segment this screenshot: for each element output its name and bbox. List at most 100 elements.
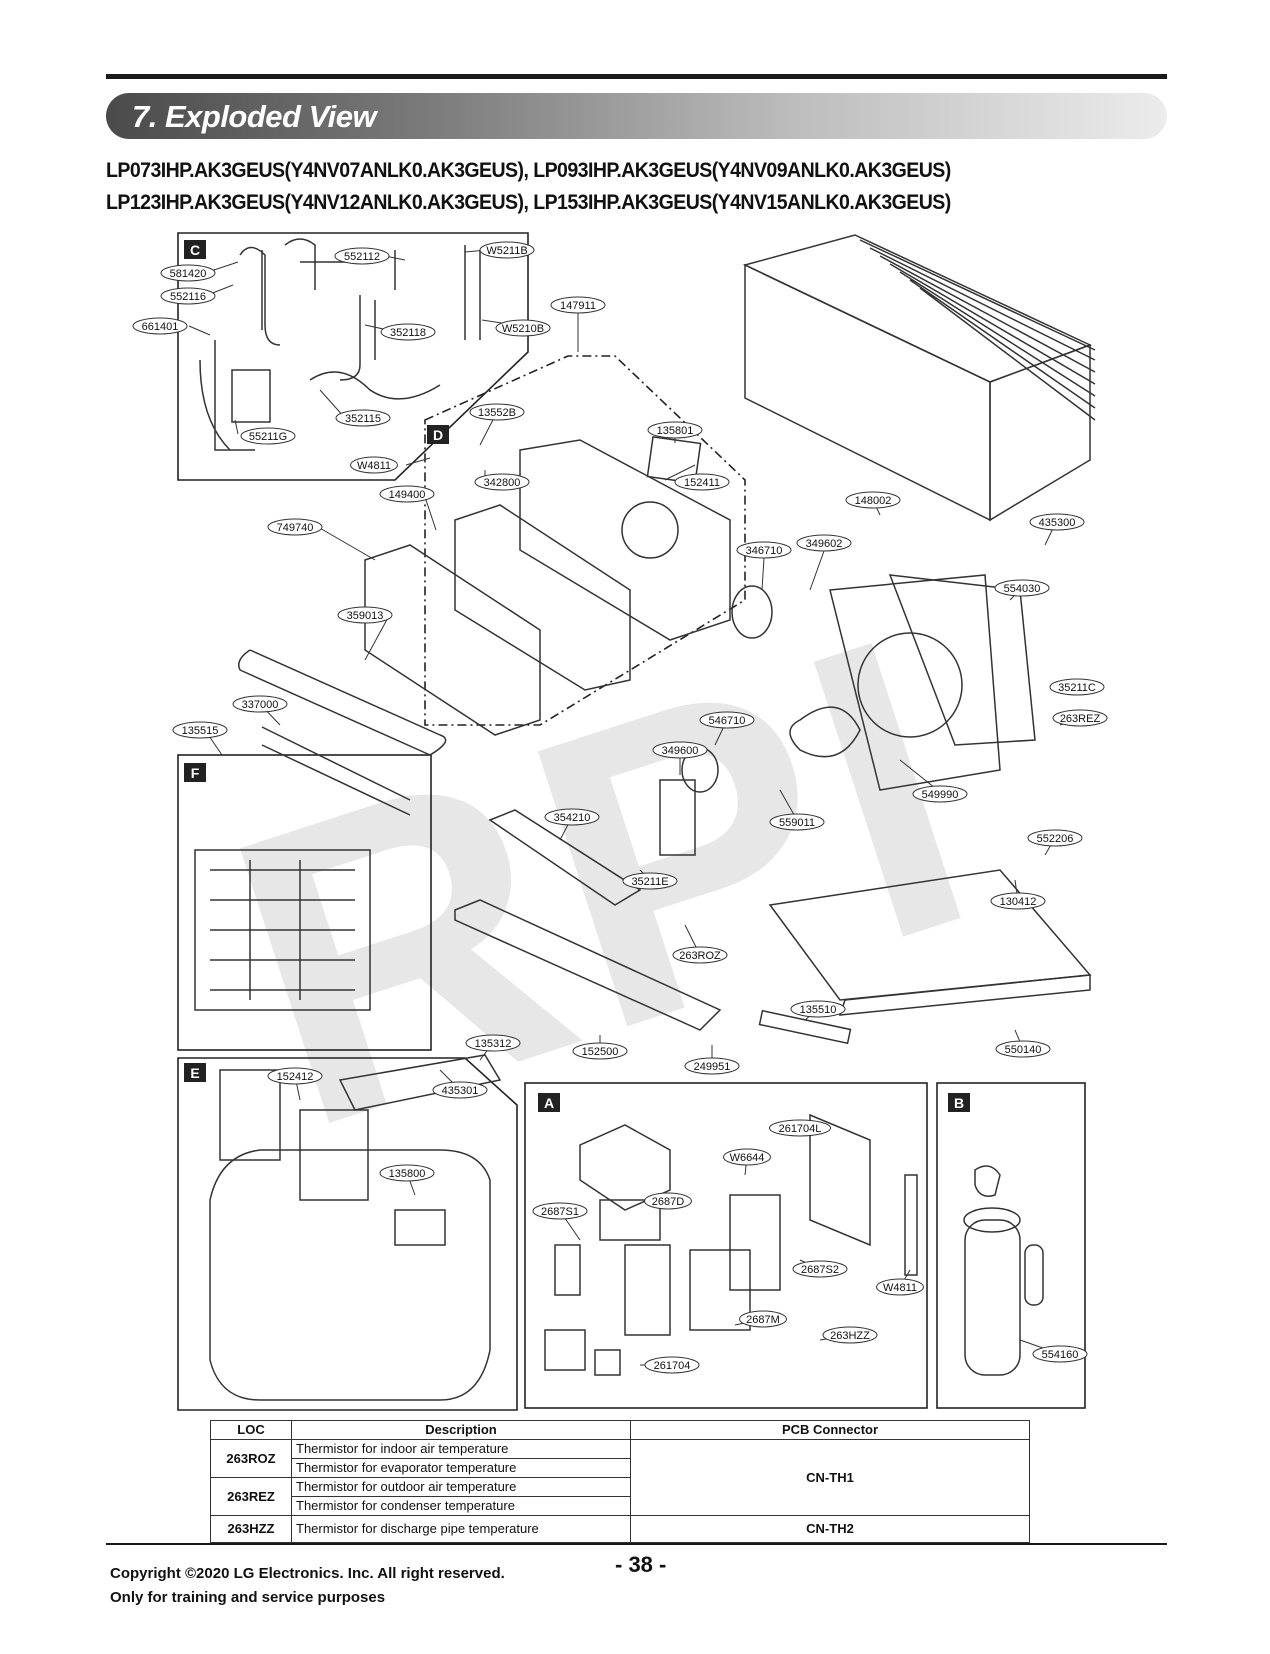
part-label-152500: 152500 (572, 1042, 628, 1060)
svg-text:354210: 354210 (554, 812, 591, 824)
svg-text:135801: 135801 (657, 425, 694, 437)
table-header-row: LOC Description PCB Connector (210, 1420, 1030, 1440)
part-label-552112: 552112 (334, 247, 390, 265)
svg-text:552206: 552206 (1037, 833, 1074, 845)
part-label-349602: 349602 (796, 534, 852, 552)
part-label-35211e: 35211E (622, 872, 678, 890)
tag-a: A (544, 1095, 554, 1111)
tag-b: B (954, 1095, 964, 1111)
part-label-352115: 352115 (335, 409, 391, 427)
part-label-2687m: 2687M (739, 1310, 787, 1328)
part-label-352118: 352118 (380, 323, 436, 341)
part-label-135510: 135510 (790, 1000, 846, 1018)
tag-d: D (433, 427, 443, 443)
part-label-337000: 337000 (232, 695, 288, 713)
svg-text:249951: 249951 (694, 1061, 731, 1073)
desc-cell: Thermistor for evaporator temperature (291, 1458, 631, 1478)
table-row: Thermistor for evaporator temperature (211, 1458, 1030, 1478)
svg-text:13552B: 13552B (478, 407, 516, 419)
connector-cell: CN-TH1 (630, 1439, 1030, 1516)
part-label-263rez: 263REZ (1052, 709, 1108, 727)
svg-text:152412: 152412 (277, 1071, 314, 1083)
col-loc: LOC (210, 1420, 292, 1440)
part-label-435301: 435301 (432, 1081, 488, 1099)
part-label-130412: 130412 (990, 892, 1046, 910)
tag-c: C (190, 242, 200, 258)
part-label-263hzz: 263HZZ (822, 1326, 878, 1344)
svg-text:35211E: 35211E (631, 876, 668, 888)
section-title: 7. Exploded View (132, 99, 377, 134)
copyright-text: Copyright ©2020 LG Electronics. Inc. All… (110, 1565, 505, 1582)
part-label-435300: 435300 (1029, 513, 1085, 531)
svg-text:W6644: W6644 (730, 1152, 765, 1164)
svg-text:135510: 135510 (800, 1004, 837, 1016)
part-label-55211g: 55211G (240, 427, 296, 445)
page-number: - 38 - (615, 1552, 667, 1577)
part-label-2687s1: 2687S1 (532, 1202, 588, 1220)
footer-copyright: Copyright ©2020 LG Electronics. Inc. All… (110, 1562, 505, 1610)
connector-cell: CN-TH2 (630, 1515, 1030, 1543)
part-label-2687d: 2687D (644, 1192, 692, 1210)
section-f-frame (177, 754, 432, 1051)
tag-e: E (190, 1065, 199, 1081)
desc-cell: Thermistor for indoor air temperature (291, 1439, 631, 1459)
svg-text:550140: 550140 (1005, 1044, 1042, 1056)
section-b-frame (936, 1082, 1086, 1409)
part-label-261704l: 261704L (769, 1119, 831, 1137)
svg-text:435301: 435301 (442, 1085, 479, 1097)
bottom-rule (106, 1543, 1167, 1545)
part-label-w4811b: W4811 (876, 1278, 924, 1296)
svg-text:552112: 552112 (344, 251, 380, 263)
purpose-text: Only for training and service purposes (110, 1589, 386, 1606)
part-label-35211c: 35211C (1049, 678, 1105, 696)
svg-text:349602: 349602 (806, 538, 843, 550)
section-d-frame (424, 355, 746, 726)
desc-cell: Thermistor for outdoor air temperature (291, 1477, 631, 1497)
svg-text:352118: 352118 (390, 327, 426, 339)
part-label-148002: 148002 (845, 491, 901, 509)
svg-text:261704: 261704 (654, 1360, 691, 1372)
svg-text:135800: 135800 (389, 1168, 426, 1180)
part-label-552206: 552206 (1027, 829, 1083, 847)
part-label-342800: 342800 (474, 473, 530, 491)
section-banner: 7. Exploded View (106, 93, 1167, 139)
svg-text:261704L: 261704L (779, 1123, 822, 1135)
part-label-135801: 135801 (647, 421, 703, 439)
svg-text:546710: 546710 (709, 715, 746, 727)
part-label-354210: 354210 (544, 808, 600, 826)
svg-text:2687M: 2687M (746, 1314, 780, 1326)
svg-text:435300: 435300 (1039, 517, 1076, 529)
svg-text:349600: 349600 (662, 745, 699, 757)
part-label-w4811a: W4811 (350, 456, 398, 474)
svg-text:147911: 147911 (560, 300, 596, 312)
part-label-135312: 135312 (465, 1034, 521, 1052)
part-label-559011: 559011 (769, 813, 825, 831)
section-c-frame (177, 232, 529, 481)
svg-text:661401: 661401 (142, 321, 179, 333)
part-label-349600: 349600 (652, 741, 708, 759)
tag-f: F (191, 765, 200, 781)
svg-text:149400: 149400 (389, 489, 426, 501)
part-label-2687s2: 2687S2 (792, 1260, 848, 1278)
svg-text:135515: 135515 (182, 725, 219, 737)
model-list: LP073IHP.AK3GEUS(Y4NV07ANLK0.AK3GEUS), L… (106, 155, 1186, 219)
part-label-346710: 346710 (736, 541, 792, 559)
part-label-263roz: 263ROZ (672, 946, 728, 964)
svg-text:342800: 342800 (484, 477, 521, 489)
model-line-1: LP073IHP.AK3GEUS(Y4NV07ANLK0.AK3GEUS), L… (106, 159, 951, 182)
part-label-152411: 152411 (674, 473, 730, 491)
part-label-546710: 546710 (699, 711, 755, 729)
svg-text:552116: 552116 (170, 291, 206, 303)
svg-text:55211G: 55211G (249, 431, 287, 443)
section-a-frame (524, 1082, 928, 1409)
svg-text:263REZ: 263REZ (1060, 713, 1101, 725)
leader-lines (188, 249, 1081, 1366)
part-label-549990: 549990 (912, 785, 968, 803)
svg-text:W5210B: W5210B (502, 323, 544, 335)
svg-text:2687D: 2687D (652, 1196, 684, 1208)
svg-text:152500: 152500 (582, 1046, 619, 1058)
part-label-13552b: 13552B (469, 403, 525, 421)
svg-text:549990: 549990 (922, 789, 959, 801)
loc-cell: 263HZZ (210, 1515, 292, 1543)
